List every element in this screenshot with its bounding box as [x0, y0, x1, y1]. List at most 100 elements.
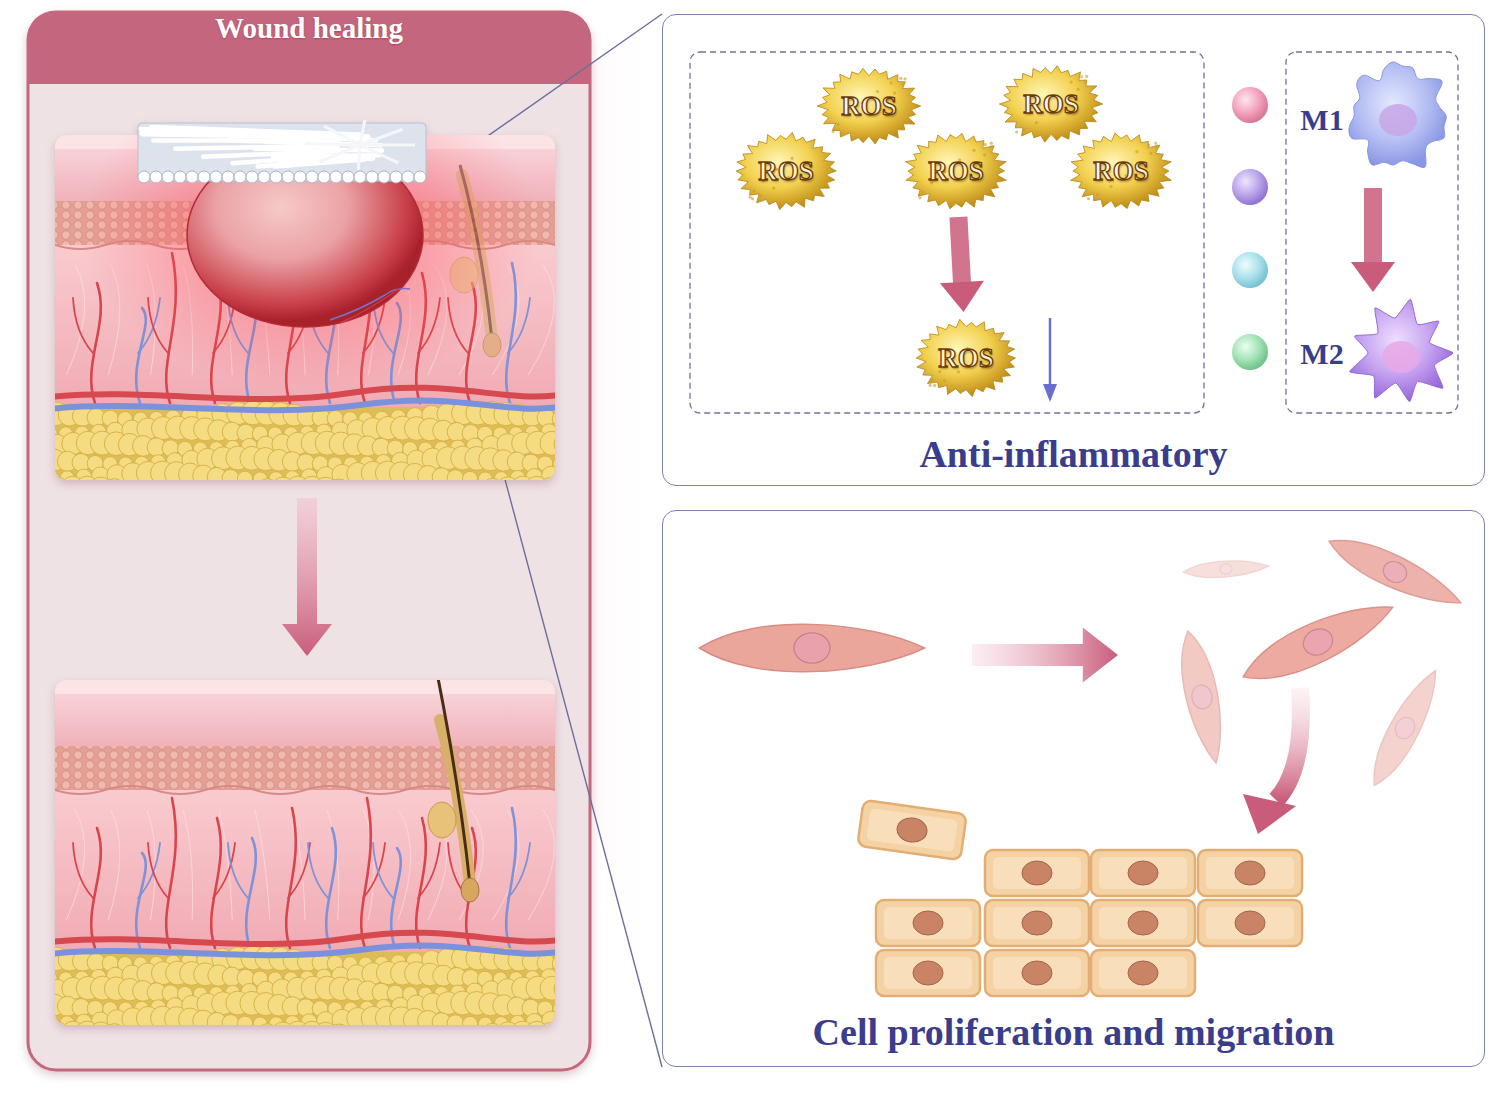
fiber-section [294, 171, 306, 183]
arrow-head [1351, 262, 1395, 292]
ros-speck [933, 384, 936, 387]
cell-body [1172, 628, 1231, 767]
process-arrow [972, 628, 1118, 683]
fat-lobule [539, 1022, 555, 1025]
ros-speck [972, 149, 975, 152]
fiber-section [174, 171, 186, 183]
dermis-texture [528, 265, 554, 375]
wound-vessel [340, 288, 400, 323]
ros-speck [1150, 152, 1153, 155]
cell-body [985, 850, 1089, 896]
surface-highlight [55, 680, 555, 694]
fat-lobule [328, 479, 350, 480]
process-arrow [1276, 688, 1301, 800]
fat-lobule [553, 479, 555, 480]
ros-label: ROS [902, 129, 1010, 213]
fat-lobule [257, 1024, 278, 1025]
dermis-texture [108, 810, 120, 920]
cell-body [857, 800, 966, 860]
ros-speck [1096, 193, 1099, 196]
ros-particle: ROS [815, 64, 923, 148]
fiber-section [378, 171, 390, 183]
capillary [506, 808, 516, 948]
fiber-section [366, 171, 378, 183]
stage-panel: Wound healing [28, 12, 590, 1070]
ros-speck [918, 196, 921, 199]
ros-speck [890, 81, 893, 84]
epithelial-cell [1198, 900, 1302, 946]
cytokine-ball [1232, 169, 1268, 205]
fat-lobule [554, 977, 555, 1000]
cell-body [1235, 589, 1401, 695]
fat-lobule [328, 1024, 350, 1025]
epithelial-cell [985, 950, 1089, 996]
skin-block [43, 678, 578, 1046]
nanofiber-radial [360, 120, 365, 145]
fiber-section [150, 171, 162, 183]
ros-particle: ROS [912, 316, 1020, 400]
fibroblast-cell [1235, 589, 1401, 695]
cell-body [1198, 850, 1302, 896]
epithelial-cell [857, 800, 966, 860]
nanofiber-dressing [138, 120, 426, 183]
ros-speck [1087, 197, 1090, 200]
nanofiber-radial [360, 144, 415, 147]
cell-nucleus [1190, 683, 1215, 711]
cell-body [1198, 900, 1302, 946]
capillary-branch [418, 843, 440, 898]
cell-nucleus [1128, 961, 1158, 985]
connector-arrow [1351, 188, 1395, 292]
fiber-section [270, 171, 282, 183]
fiber-section [354, 171, 366, 183]
dermis-texture [255, 810, 270, 920]
cell-inner [1206, 857, 1294, 889]
ros-speck [929, 384, 932, 387]
panel-title: Wound healing [28, 12, 590, 84]
epithelial-cell [1091, 900, 1195, 946]
nanofiber [141, 133, 343, 136]
fibroblast-cell [1323, 527, 1468, 617]
ros-speck [1080, 75, 1083, 78]
panel-label: Anti-inflammatory [663, 432, 1484, 480]
ros-speck [903, 77, 906, 80]
fiber-section [390, 171, 402, 183]
cell-nucleus [895, 816, 928, 844]
ros-speck [901, 82, 904, 85]
capillary-branch [373, 843, 393, 898]
epithelial-cell [876, 900, 980, 946]
arrow-head [940, 281, 984, 312]
ros-speck [1085, 75, 1088, 78]
cell-nucleus [1379, 104, 1417, 136]
connector-arrow [940, 217, 984, 312]
cell-label: M2 [1293, 296, 1351, 411]
fat-lobule [314, 1022, 337, 1025]
inflammation-glow [80, 135, 540, 390]
fiber-section [222, 171, 234, 183]
dashed-group [1286, 52, 1458, 413]
fiber-section [138, 171, 150, 183]
fiber-section [234, 171, 246, 183]
skin-block [43, 70, 578, 501]
ros-particle: ROS [902, 129, 1010, 213]
ros-speck [832, 130, 835, 133]
wound-vessel [330, 289, 410, 320]
dermis-texture [183, 810, 193, 920]
cell-body [985, 950, 1089, 996]
cell-nucleus [1380, 558, 1410, 586]
cell-body [1091, 950, 1195, 996]
epidermis-surface [55, 680, 555, 746]
hair-follicle [428, 680, 479, 902]
cell-nucleus [1022, 911, 1052, 935]
vein [55, 946, 555, 956]
ros-speck [1015, 130, 1018, 133]
ros-label: ROS [912, 316, 1020, 400]
capillary [286, 808, 296, 948]
ros-speck [837, 123, 840, 126]
fat-lobule [554, 432, 555, 455]
fiber-section [318, 171, 330, 183]
fibroblast-cell [700, 624, 925, 671]
fiber-section [402, 171, 414, 183]
cell-body [1091, 900, 1195, 946]
nanofiber-radial [305, 144, 360, 145]
fiber-section [246, 171, 258, 183]
